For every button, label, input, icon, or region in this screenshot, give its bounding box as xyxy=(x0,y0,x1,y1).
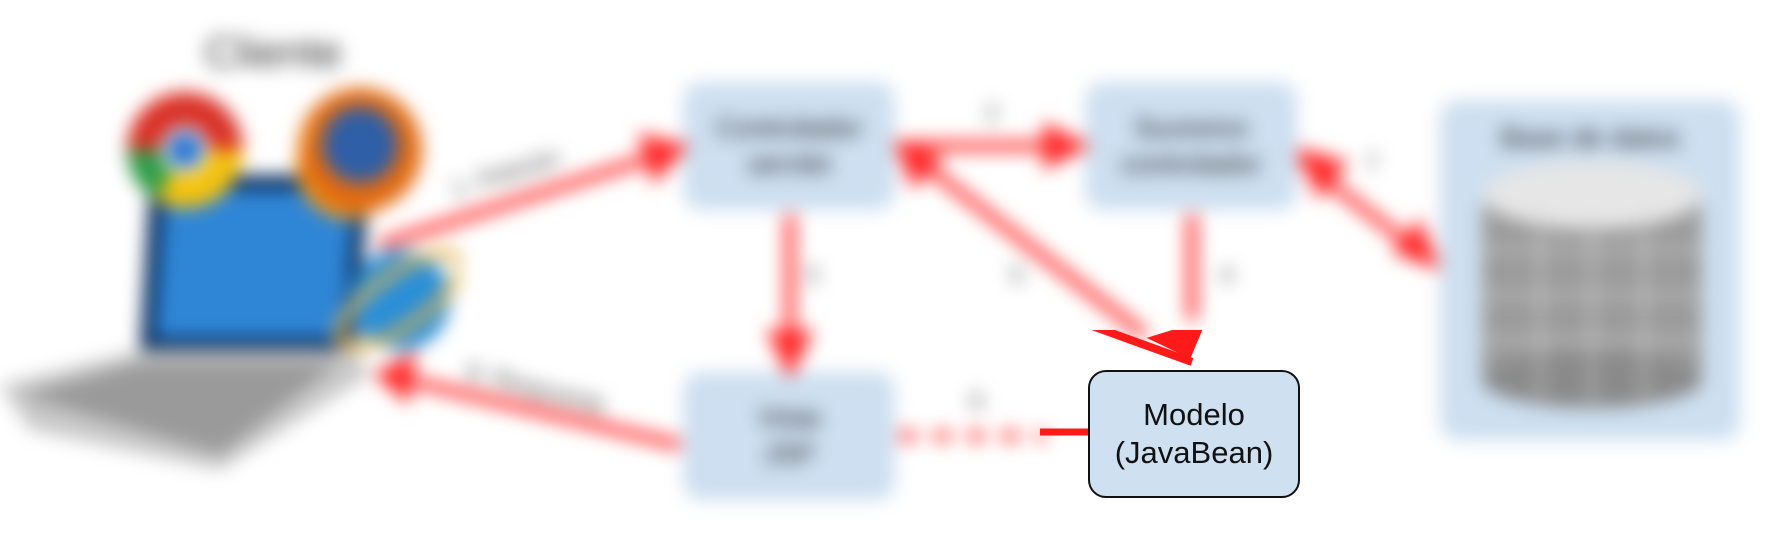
arrowhead-5 xyxy=(893,139,945,189)
arrowhead-2 xyxy=(1043,121,1092,171)
sharp-arrow-5 xyxy=(1091,330,1194,366)
arrow-5 xyxy=(901,146,1149,339)
arrowhead-3 xyxy=(766,330,814,380)
arrow-peticion xyxy=(378,145,677,250)
sharp-region: Modelo (JavaBean) xyxy=(1040,330,1360,540)
label-7: 7 xyxy=(1365,150,1379,177)
arrowhead-bd-end xyxy=(1391,218,1441,271)
sharp-arrows xyxy=(1040,330,1203,436)
label-4: 4 xyxy=(1220,262,1234,289)
arrowhead-bd-start xyxy=(1296,147,1349,200)
arrowhead-respuesta xyxy=(373,350,417,405)
label-6: 6 xyxy=(970,388,984,415)
label-5: 5 xyxy=(1010,262,1024,289)
label-3: 3 xyxy=(805,262,819,289)
controlador-servlet-node: Controlador servlet xyxy=(683,82,895,210)
arrow-respuesta xyxy=(383,370,682,450)
label-2: 2 xyxy=(985,100,999,127)
internet-explorer-icon xyxy=(334,249,460,351)
firefox-icon xyxy=(295,88,422,220)
sharp-arrowhead-4 xyxy=(1146,330,1203,359)
vista-jsp-node: Vista JSP xyxy=(683,372,895,500)
sucesivo-controlador-node: Sucesivo controlador xyxy=(1085,82,1297,210)
laptop-icon xyxy=(0,175,370,470)
client-title: Cliente xyxy=(205,28,342,77)
chrome-icon xyxy=(127,92,243,208)
arrowhead-peticion xyxy=(637,133,690,185)
modelo-javabean-node: Modelo (JavaBean) xyxy=(1088,370,1300,498)
base-de-datos-label: Base de datos xyxy=(1500,122,1680,153)
